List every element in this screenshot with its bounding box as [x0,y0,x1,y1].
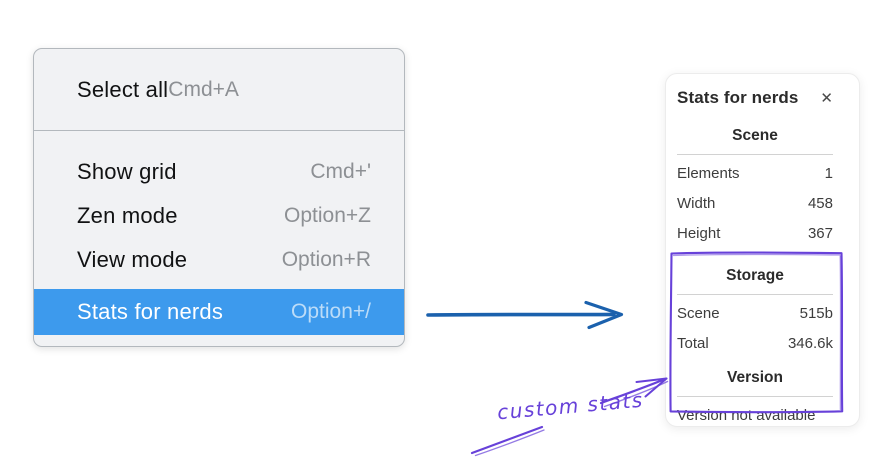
stat-label: Height [677,225,721,242]
menu-item-select-all[interactable]: Select all Cmd+A [34,68,272,112]
section-heading-scene: Scene [732,127,778,144]
menu-section-top: Select all Cmd+A [34,49,404,131]
stat-value: 1 [824,165,833,182]
stat-label: Elements [677,165,740,182]
blue-arrow [426,300,624,330]
menu-item-shortcut: Option+R [281,248,371,271]
stat-label: Width [677,195,716,212]
stat-row-total-storage: Total 346.6k [677,329,833,359]
stat-row-width: Width 458 [677,189,833,219]
menu-item-shortcut: Cmd+A [168,77,239,101]
menu-item-shortcut: Option+Z [284,204,371,227]
section-heading-version: Version [727,369,783,386]
menu-item-label: Stats for nerds [77,299,224,324]
stats-panel: Stats for nerds ✕ Scene Elements 1 Width… [665,73,860,427]
menu-item-label: Zen mode [77,203,178,228]
divider [677,396,833,397]
stat-value: 458 [807,195,833,212]
stat-row-elements: Elements 1 [677,159,833,189]
menu-section-main: Show grid Cmd+' Zen mode Option+Z View m… [34,131,404,335]
menu-item-show-grid[interactable]: Show grid Cmd+' [34,150,404,194]
context-menu: Select all Cmd+A Show grid Cmd+' Zen mod… [33,48,405,347]
version-note: Version not available [677,407,816,424]
menu-item-label: Select all [77,76,169,102]
stat-label: Total [677,335,709,352]
menu-item-stats-for-nerds[interactable]: Stats for nerds Option+/ [34,289,404,335]
menu-item-shortcut: Cmd+' [310,160,371,183]
close-icon[interactable]: ✕ [820,89,833,107]
stats-panel-title: Stats for nerds [677,88,799,107]
stat-value: 367 [807,225,833,242]
menu-item-zen-mode[interactable]: Zen mode Option+Z [34,194,404,238]
divider [677,154,833,155]
annotation-arrow-tail [470,425,545,457]
menu-item-view-mode[interactable]: View mode Option+R [34,238,404,282]
menu-item-shortcut: Option+/ [291,300,371,323]
section-heading-storage: Storage [726,267,784,284]
stats-panel-header: Stats for nerds ✕ [677,87,833,109]
divider [677,294,833,295]
stat-value: 515b [799,305,833,322]
menu-item-label: Show grid [77,159,177,184]
stat-row-scene-storage: Scene 515b [677,299,833,329]
annotation-label: custom stats [496,387,645,425]
menu-item-label: View mode [77,247,188,272]
stat-label: Scene [677,305,720,322]
stat-value: 346.6k [787,335,833,352]
stat-row-height: Height 367 [677,219,833,249]
